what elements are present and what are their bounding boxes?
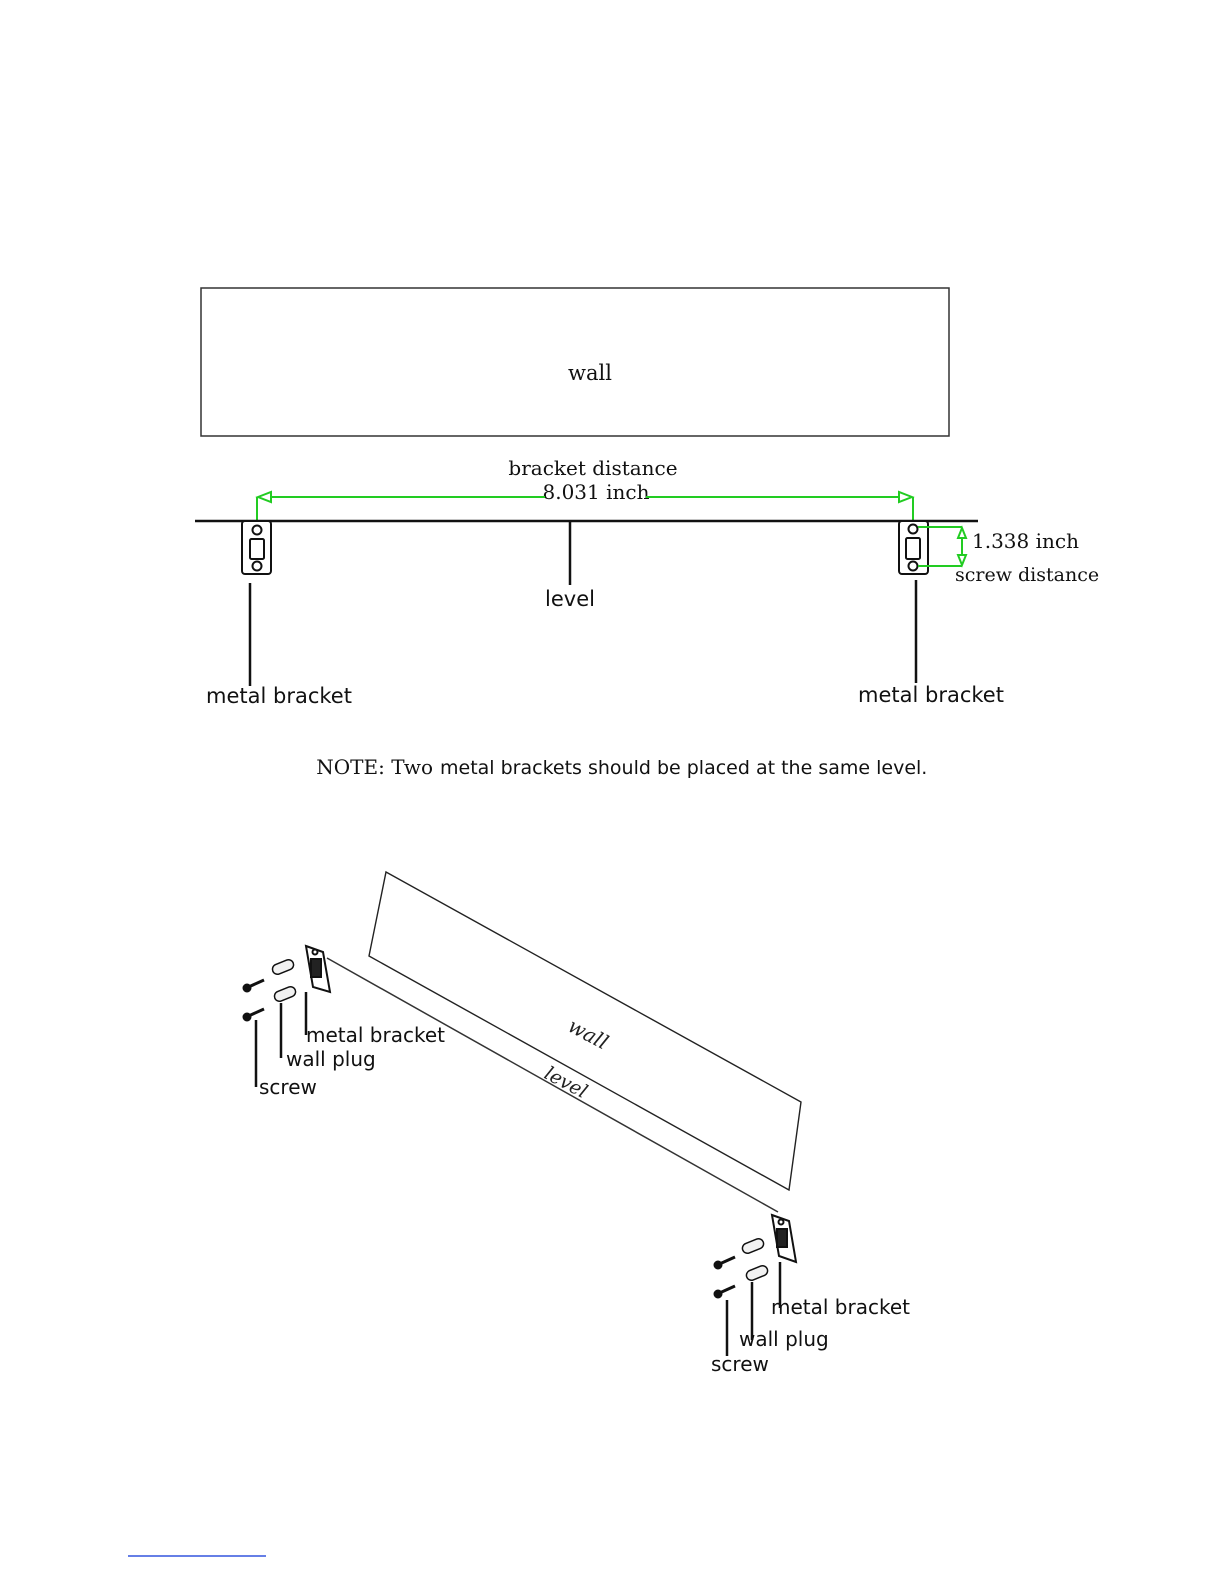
left-wall-plugs [271, 958, 297, 1003]
left-bracket [242, 521, 271, 574]
bracket-distance-value: 8.031 inch [543, 480, 650, 504]
right-wall-plugs [741, 1237, 769, 1282]
wall-label: wall [568, 361, 612, 385]
right-bracket-label: metal bracket [858, 683, 1004, 707]
top-diagram: wall bracket distance 8.031 inch level m… [195, 288, 1099, 708]
left-leaders [256, 992, 306, 1087]
screw-distance-value: 1.338 inch [972, 529, 1079, 553]
right-plug-label: wall plug [739, 1327, 829, 1351]
note-prefix: NOTE: Two [316, 755, 433, 779]
note: NOTE: Two metal brackets should be place… [316, 755, 927, 779]
bracket-distance-title: bracket distance [508, 456, 677, 480]
bottom-diagram: wall level metal bracket wall plug screw [244, 872, 910, 1376]
left-bracket-label: metal bracket [206, 684, 352, 708]
left-screws [244, 980, 264, 1020]
note-text: metal brackets should be placed at the s… [440, 757, 927, 779]
level-label: level [545, 587, 595, 611]
right-screw-label: screw [711, 1352, 769, 1376]
left-screw-label: screw [259, 1075, 317, 1099]
screw-distance-label: screw distance [955, 564, 1099, 586]
left-plug-label: wall plug [286, 1047, 376, 1071]
right-bracket-perspective [772, 1215, 796, 1262]
right-bracket-label-perspective: metal bracket [771, 1295, 910, 1319]
wall-label-perspective: wall [564, 1013, 612, 1054]
left-bracket-label-perspective: metal bracket [306, 1023, 445, 1047]
right-screws [715, 1257, 735, 1297]
left-bracket-perspective [306, 946, 330, 992]
level-label-perspective: level [541, 1062, 591, 1103]
